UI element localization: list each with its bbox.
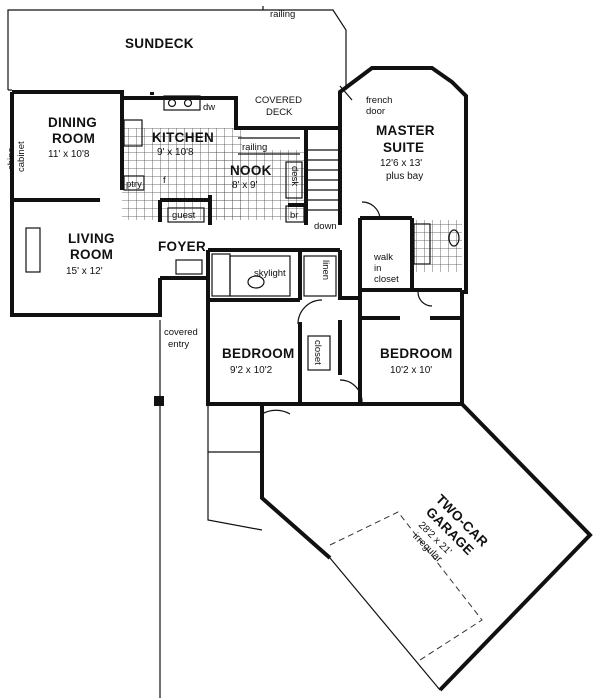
guest-note: guest: [172, 210, 196, 221]
railing-top-note: railing: [270, 9, 295, 20]
master-bay-note: plus bay: [386, 171, 423, 182]
walk-in-closet-note-2: in: [374, 263, 381, 274]
dishwasher-note: dw: [203, 102, 215, 113]
nook-dimensions: 8' x 9': [232, 180, 258, 191]
closet-note: closet: [312, 340, 323, 365]
dining-label: DINING: [48, 115, 97, 130]
dining-label-2: ROOM: [52, 131, 95, 146]
covered-deck-note: COVERED: [255, 95, 302, 106]
bedroom-1-label: BEDROOM: [222, 346, 295, 361]
living-dimensions: 15' x 12': [66, 266, 103, 277]
room-labels: SUNDECK DINING ROOM 11' x 10'8 KITCHEN 9…: [48, 36, 491, 565]
broom-note: br: [290, 210, 298, 221]
french-door-note: french: [366, 95, 392, 106]
master-label-2: SUITE: [383, 140, 424, 155]
master-dimensions: 12'6 x 13': [380, 158, 422, 169]
nook-label: NOOK: [230, 163, 272, 178]
sundeck: [7, 6, 347, 90]
master-label: MASTER: [376, 123, 435, 138]
interior-walls: [12, 98, 462, 404]
china-cabinet-note: china: [6, 147, 17, 170]
kitchen-label: KITCHEN: [152, 130, 214, 145]
french-door-note-2: door: [366, 106, 385, 117]
living-label-2: ROOM: [70, 247, 113, 262]
covered-deck-note-2: DECK: [266, 107, 293, 118]
garage-walls: [260, 402, 593, 692]
railing-nook-note: railing: [242, 142, 267, 153]
door-swings: [297, 85, 433, 403]
bedroom-1-dimensions: 9'2 x 10'2: [230, 365, 273, 376]
linen-note: linen: [320, 260, 331, 280]
foyer-label: FOYER: [158, 239, 206, 254]
fridge-note: f: [163, 175, 166, 186]
desk-note: desk: [289, 166, 300, 186]
pantry-note: ptry: [126, 179, 142, 190]
detail-lines: [8, 89, 460, 698]
china-cabinet-note-2: cabinet: [16, 141, 27, 172]
walk-in-closet-note-3: closet: [374, 274, 399, 285]
skylight-note: skylight: [254, 268, 286, 279]
kitchen-dimensions: 9' x 10'8: [157, 147, 194, 158]
sundeck-label: SUNDECK: [125, 36, 194, 51]
bedroom-2-label: BEDROOM: [380, 346, 453, 361]
covered-entry-note: covered: [164, 327, 198, 338]
walk-in-closet-note: walk: [373, 252, 393, 263]
dining-dimensions: 11' x 10'8: [48, 149, 90, 160]
covered-entry-note-2: entry: [168, 339, 189, 350]
bedroom-2-dimensions: 10'2 x 10': [390, 365, 432, 376]
annotations: railing COVERED DECK french door china c…: [6, 9, 399, 365]
living-label: LIVING: [68, 231, 115, 246]
down-note: down: [314, 221, 337, 232]
